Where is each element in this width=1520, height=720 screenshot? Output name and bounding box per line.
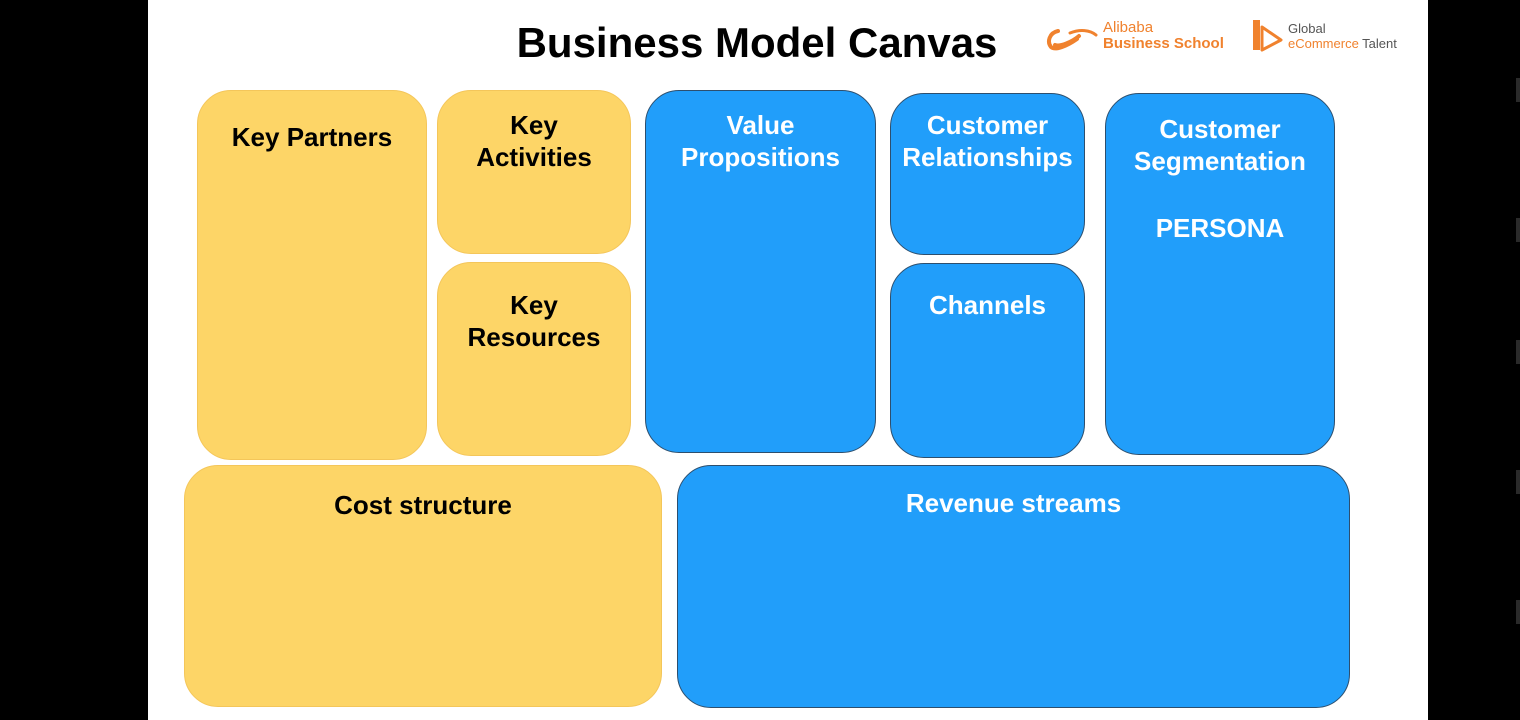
- block-heading: Key Resources: [467, 290, 601, 352]
- alibaba-business-school-logo: Alibaba Business School: [1046, 18, 1236, 54]
- logo-line-1: Global: [1288, 21, 1326, 36]
- logo-line-2: eCommerce Talent: [1288, 36, 1397, 52]
- block-key-partners: Key Partners: [197, 90, 427, 460]
- scrollbar-mark: [1516, 218, 1520, 242]
- block-heading: Customer Relationships: [902, 110, 1073, 172]
- scrollbar-mark: [1516, 340, 1520, 364]
- block-value-propositions: Value Propositions: [645, 90, 876, 453]
- block-heading: Value Propositions: [681, 110, 840, 172]
- logo-line-2: Business School: [1103, 35, 1224, 52]
- slide: Business Model Canvas Alibaba Business S…: [148, 0, 1428, 720]
- block-customer-segmentation: Customer Segmentation PERSONA: [1105, 93, 1335, 455]
- scrollbar-mark: [1516, 470, 1520, 494]
- logo-line-1: Alibaba: [1103, 19, 1154, 36]
- block-key-activities: Key Activities: [437, 90, 631, 254]
- scrollbar-mark: [1516, 600, 1520, 624]
- block-heading: Customer Segmentation: [1134, 114, 1306, 176]
- logo-rest-text: Talent: [1358, 36, 1397, 51]
- page-title: Business Model Canvas: [516, 19, 998, 66]
- scrollbar-mark: [1516, 78, 1520, 102]
- block-customer-relationships: Customer Relationships: [890, 93, 1085, 255]
- block-heading: Channels: [928, 290, 1047, 320]
- block-heading: Key Partners: [231, 122, 393, 152]
- block-revenue-streams: Revenue streams: [677, 465, 1350, 708]
- block-key-resources: Key Resources: [437, 262, 631, 456]
- logo-accent-text: eCommerce: [1288, 36, 1359, 51]
- alibaba-logo-icon: [1047, 29, 1098, 51]
- block-channels: Channels: [890, 263, 1085, 458]
- block-cost-structure: Cost structure: [184, 465, 662, 707]
- block-heading: Key Activities: [476, 110, 592, 172]
- persona-label: PERSONA: [1155, 213, 1285, 243]
- block-heading: Revenue streams: [905, 488, 1122, 518]
- global-ecommerce-talent-logo: Global eCommerce Talent: [1250, 18, 1420, 54]
- block-heading: Cost structure: [334, 490, 512, 520]
- global-talent-logo-icon: [1253, 20, 1283, 52]
